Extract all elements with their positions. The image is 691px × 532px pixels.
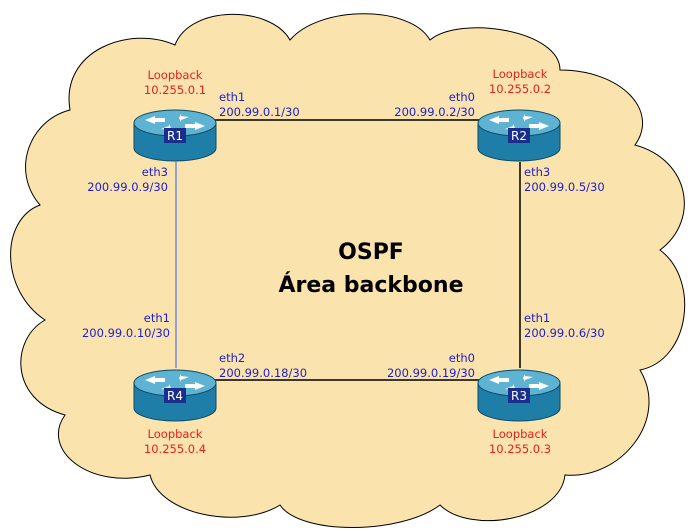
router-r3[interactable]: R3 — [477, 369, 561, 422]
router-r2[interactable]: R2 — [477, 109, 561, 162]
r1-loopback-label: Loopback — [148, 68, 203, 82]
r2-loopback-label: Loopback — [493, 67, 548, 81]
r2-eth3-name: eth3 — [524, 165, 550, 179]
r3-eth1-name: eth1 — [524, 311, 550, 325]
router-arrows-icon — [489, 374, 549, 392]
r3-eth0-ip: 200.99.0.19/30 — [387, 366, 475, 380]
router-r4-badge — [164, 388, 186, 403]
r4-loopback-ip: 10.255.0.4 — [144, 442, 206, 456]
r1-loopback-ip: 10.255.0.1 — [144, 83, 206, 97]
r4-eth2-name: eth2 — [219, 351, 245, 365]
router-r3-name: R3 — [511, 389, 527, 403]
r3-eth1-ip: 200.99.0.6/30 — [524, 326, 605, 340]
router-r1[interactable]: R1 — [133, 109, 217, 162]
r1-eth1-ip: 200.99.0.1/30 — [219, 105, 300, 119]
r3-loopback-label: Loopback — [493, 427, 548, 441]
router-r1-badge — [164, 128, 186, 143]
r4-eth1-name: eth1 — [144, 311, 170, 325]
router-r2-badge — [508, 128, 530, 143]
router-r3-badge — [508, 388, 530, 403]
router-r4-name: R4 — [167, 389, 183, 403]
r4-eth1-ip: 200.99.0.10/30 — [82, 326, 170, 340]
r2-eth3-ip: 200.99.0.5/30 — [524, 180, 605, 194]
r2-loopback-ip: 10.255.0.2 — [489, 82, 551, 96]
r3-loopback-ip: 10.255.0.3 — [489, 442, 551, 456]
diagram-title-line1: OSPF — [338, 240, 404, 265]
router-r4[interactable]: R4 — [133, 369, 217, 422]
router-r2-name: R2 — [511, 129, 527, 143]
router-arrows-icon — [145, 374, 205, 392]
diagram-title-line2: Área backbone — [278, 272, 463, 298]
r1-eth3-ip: 200.99.0.9/30 — [87, 180, 168, 194]
r2-eth0-name: eth0 — [449, 90, 475, 104]
ospf-area-cloud — [10, 13, 686, 528]
r4-eth2-ip: 200.99.0.18/30 — [219, 366, 307, 380]
r1-eth1-name: eth1 — [219, 90, 245, 104]
r1-eth3-name: eth3 — [142, 165, 168, 179]
r4-loopback-label: Loopback — [148, 427, 203, 441]
r2-eth0-ip: 200.99.0.2/30 — [394, 105, 475, 119]
router-r1-name: R1 — [167, 129, 183, 143]
r3-eth0-name: eth0 — [449, 351, 475, 365]
